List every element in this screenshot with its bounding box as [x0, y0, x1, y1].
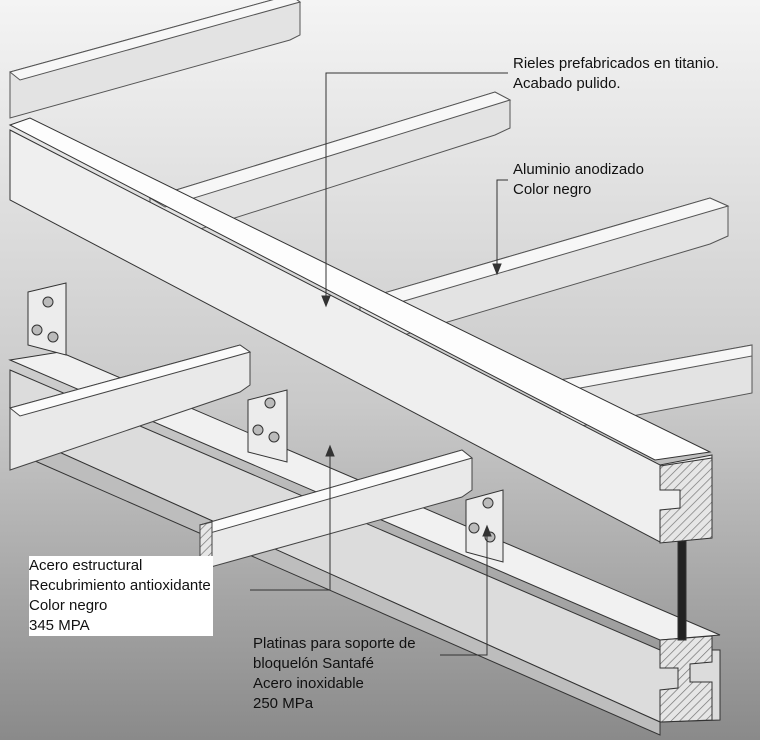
- annotation-rieles-line-2: Acabado pulido.: [513, 75, 621, 92]
- aluminum-channels: [8, 344, 474, 574]
- annotation-aluminio-line-1: Aluminio anodizado: [513, 161, 644, 178]
- annotation-platinas-line-2: bloquelón Santafé: [253, 655, 374, 672]
- annotation-acero-line-3: Color negro: [29, 597, 108, 614]
- annotation-acero-line-1: Acero estructural: [29, 557, 143, 574]
- support-plates: [27, 282, 504, 563]
- annotation-platinas-line-3: Acero inoxidable: [253, 675, 364, 692]
- leader-lines: [250, 72, 508, 656]
- leader-acero: [250, 452, 331, 591]
- main-rail-section: [659, 457, 713, 544]
- annotation-acero: Acero estructural Recubrimiento antioxid…: [29, 556, 213, 636]
- annotation-acero-line-4: 345 MPA: [29, 617, 90, 634]
- leader-rieles: [325, 72, 508, 300]
- leader-platinas: [440, 532, 488, 656]
- annotation-aluminio: Aluminio anodizado Color negro: [513, 160, 644, 200]
- annotation-acero-line-2: Recubrimiento antioxidante: [29, 577, 211, 594]
- i-beam-section: [659, 635, 713, 723]
- annotation-platinas-line-4: 250 MPa: [253, 695, 314, 712]
- annotation-platinas: Platinas para soporte de bloquelón Santa…: [253, 634, 416, 714]
- annotation-platinas-line-1: Platinas para soporte de: [253, 635, 416, 652]
- annotation-rieles-line-1: Rieles prefabricados en titanio.: [513, 55, 719, 72]
- annotation-rieles: Rieles prefabricados en titanio. Acabado…: [513, 54, 719, 94]
- leader-aluminio: [496, 179, 508, 268]
- titanium-main-rail: [8, 117, 713, 544]
- annotation-aluminio-line-2: Color negro: [513, 181, 592, 198]
